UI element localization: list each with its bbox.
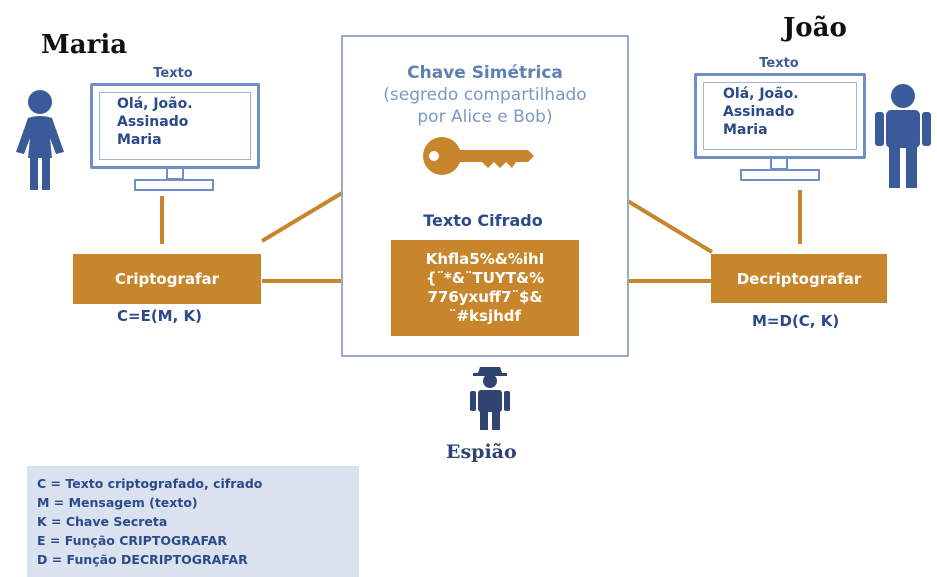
woman-figure-icon	[16, 90, 64, 190]
ciphertext-line: 776yxuff7¨$&	[427, 288, 543, 306]
man-figure-icon	[875, 84, 931, 188]
encrypt-formula: C=E(M, K)	[117, 307, 203, 325]
legend-item: D = Função DECRIPTOGRAFAR	[37, 552, 248, 567]
key-title-line: por Alice e Bob)	[417, 107, 553, 127]
joao-message-line: Assinado	[723, 104, 795, 120]
legend-item: E = Função CRIPTOGRAFAR	[37, 533, 227, 548]
joao-monitor-base	[740, 169, 820, 181]
decrypt-box: Decriptografar	[711, 254, 887, 303]
maria-message-line: Olá, João.	[117, 96, 193, 112]
ciphertext-line: {¨*&¨TUYT&%	[425, 269, 545, 287]
maria-monitor: Olá, João. Assinado Maria	[90, 83, 260, 193]
key-title-line: Chave Simétrica	[407, 63, 563, 83]
cipher-title: Texto Cifrado	[423, 211, 543, 230]
maria-message: Olá, João. Assinado Maria	[117, 95, 193, 149]
legend-item: K = Chave Secreta	[37, 514, 168, 529]
legend-item: C = Texto criptografado, cifrado	[37, 476, 263, 491]
key-icon	[423, 137, 534, 175]
legend-box: C = Texto criptografado, cifrado M = Men…	[27, 466, 359, 577]
joao-message: Olá, João. Assinado Maria	[723, 85, 799, 139]
maria-name: Maria	[41, 30, 128, 60]
joao-monitor-screen: Olá, João. Assinado Maria	[694, 73, 866, 159]
joao-message-line: Maria	[723, 122, 768, 138]
maria-monitor-screen: Olá, João. Assinado Maria	[90, 83, 260, 169]
ciphertext-line: Khfla5%&%ihI	[425, 250, 545, 268]
legend-item: M = Mensagem (texto)	[37, 495, 198, 510]
joao-screen-label: Texto	[759, 56, 799, 71]
maria-message-line: Maria	[117, 132, 162, 148]
maria-message-line: Assinado	[117, 114, 189, 130]
maria-monitor-base	[134, 179, 214, 191]
joao-name: João	[783, 13, 847, 43]
key-title-line: (segredo compartilhado	[383, 85, 587, 105]
encrypt-box: Criptografar	[73, 254, 261, 304]
decrypt-formula: M=D(C, K)	[752, 312, 840, 330]
ciphertext-line: ¨#ksjhdf	[448, 307, 522, 325]
spy-name: Espião	[446, 441, 517, 463]
maria-screen-label: Texto	[153, 66, 193, 81]
ciphertext-box: Khfla5%&%ihI {¨*&¨TUYT&% 776yxuff7¨$& ¨#…	[391, 240, 579, 336]
joao-message-line: Olá, João.	[723, 86, 799, 102]
spy-figure-icon	[470, 367, 510, 430]
key-panel-title: Chave Simétrica (segredo compartilhado p…	[341, 62, 629, 128]
joao-monitor: Olá, João. Assinado Maria	[694, 73, 866, 185]
